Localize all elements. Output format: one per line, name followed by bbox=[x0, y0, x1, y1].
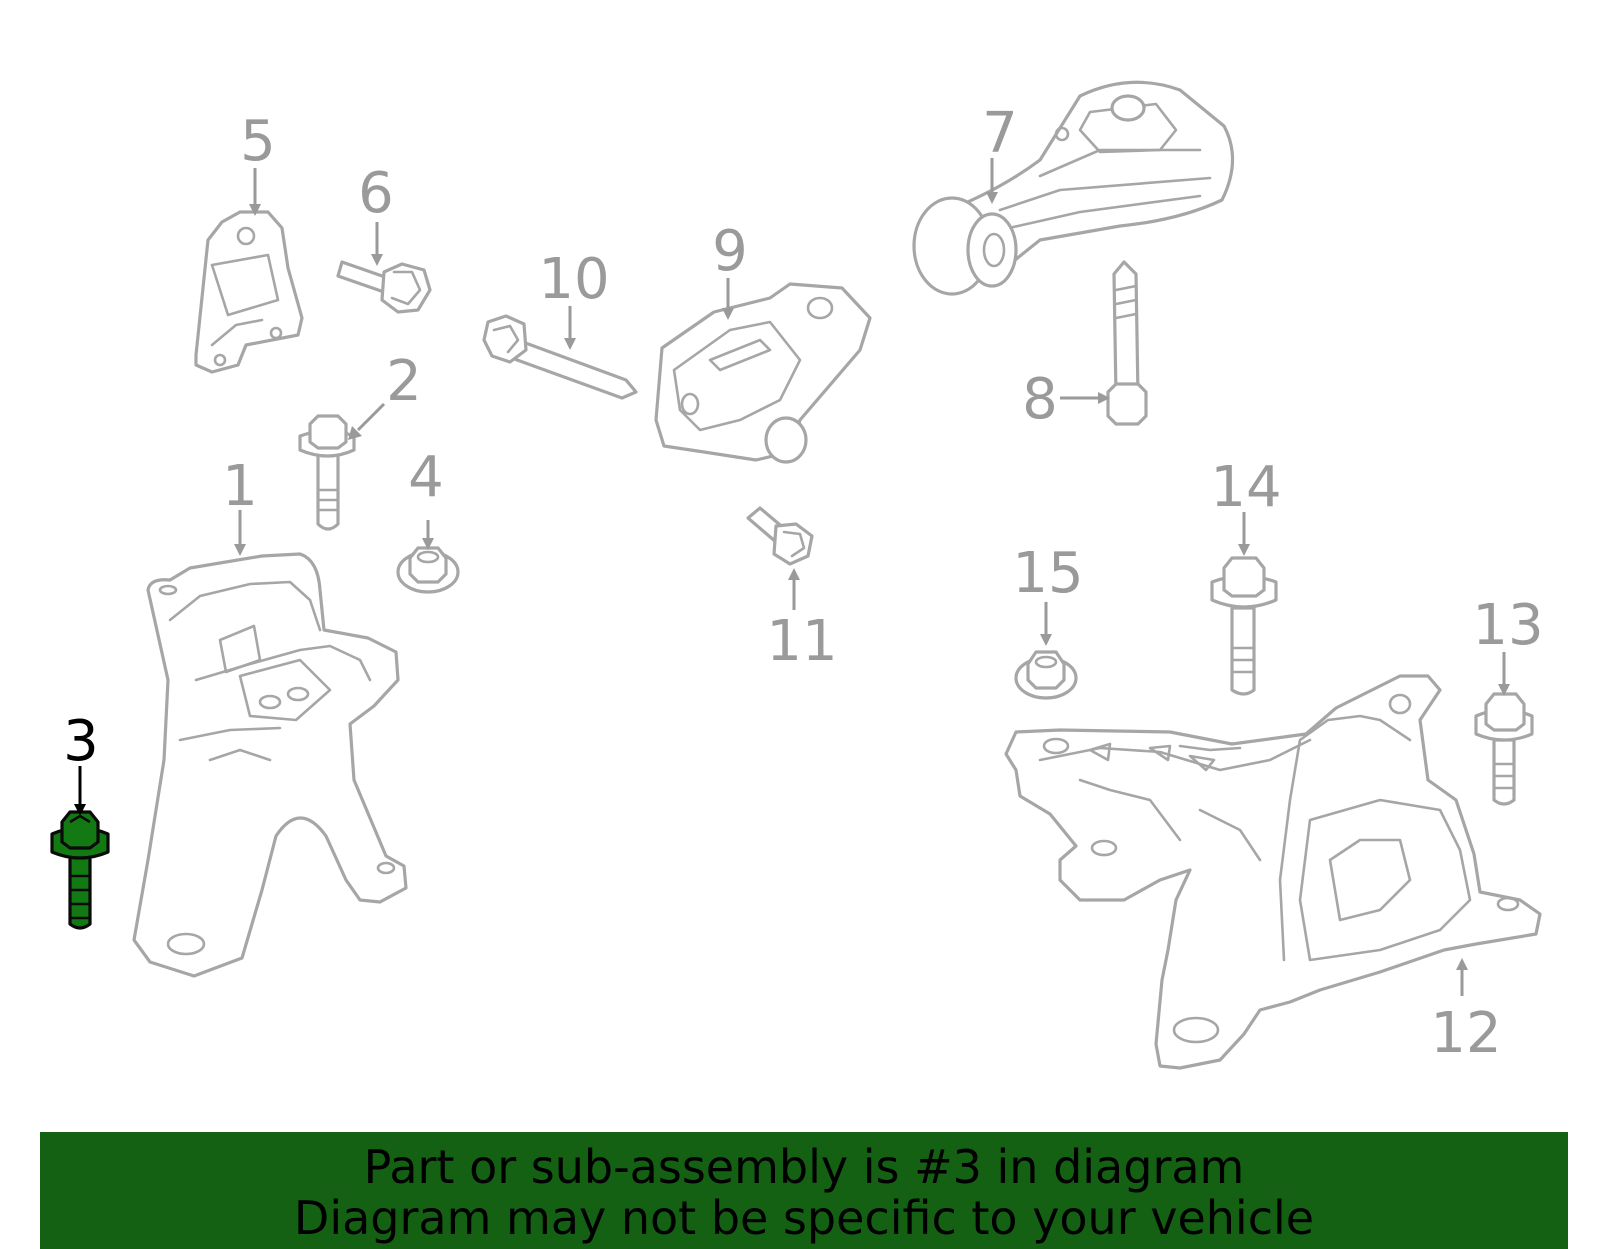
callout-label-1: 1 bbox=[222, 454, 258, 519]
part-10-bolt[interactable] bbox=[482, 314, 638, 400]
callout-label-10: 10 bbox=[538, 247, 609, 312]
part-7-torque-rod[interactable] bbox=[912, 80, 1235, 296]
callout-label-11: 11 bbox=[766, 609, 837, 674]
callout-label-15: 15 bbox=[1012, 541, 1083, 606]
part-2-bolt[interactable] bbox=[298, 414, 356, 531]
callout-label-5: 5 bbox=[240, 109, 276, 174]
part-6-bolt[interactable] bbox=[336, 260, 432, 314]
info-banner: Part or sub-assembly is #3 in diagram Di… bbox=[40, 1132, 1568, 1249]
part-11-bolt[interactable] bbox=[746, 506, 814, 566]
callout-label-7: 7 bbox=[982, 101, 1018, 166]
callout-arrows bbox=[74, 158, 1510, 996]
callout-label-3: 3 bbox=[63, 709, 99, 774]
part-3-bolt-highlighted[interactable] bbox=[50, 810, 110, 930]
banner-line-part: Part or sub-assembly is #3 in diagram bbox=[363, 1140, 1245, 1194]
banner-line-disclaimer: Diagram may not be specific to your vehi… bbox=[293, 1191, 1315, 1245]
callout-label-4: 4 bbox=[408, 445, 444, 510]
callout-label-12: 12 bbox=[1430, 1001, 1501, 1066]
part-8-bolt[interactable] bbox=[1106, 260, 1148, 426]
callout-label-13: 13 bbox=[1472, 593, 1543, 658]
part-1-mount[interactable] bbox=[132, 552, 408, 978]
part-4-nut[interactable] bbox=[396, 546, 460, 594]
part-14-bolt[interactable] bbox=[1210, 556, 1278, 696]
callout-label-9: 9 bbox=[712, 219, 748, 284]
callout-label-2: 2 bbox=[386, 349, 422, 414]
callout-label-8: 8 bbox=[1022, 367, 1058, 432]
callout-label-14: 14 bbox=[1210, 455, 1281, 520]
part-9-mount[interactable] bbox=[654, 282, 872, 464]
part-15-nut[interactable] bbox=[1014, 650, 1078, 700]
part-5-bracket[interactable] bbox=[194, 210, 304, 374]
part-13-bolt[interactable] bbox=[1474, 692, 1534, 806]
callout-labels: 1 2 3 4 5 6 7 8 9 10 11 12 13 14 15 bbox=[63, 101, 1543, 1066]
part-12-mount[interactable] bbox=[1004, 674, 1542, 1070]
callout-label-6: 6 bbox=[358, 161, 394, 226]
